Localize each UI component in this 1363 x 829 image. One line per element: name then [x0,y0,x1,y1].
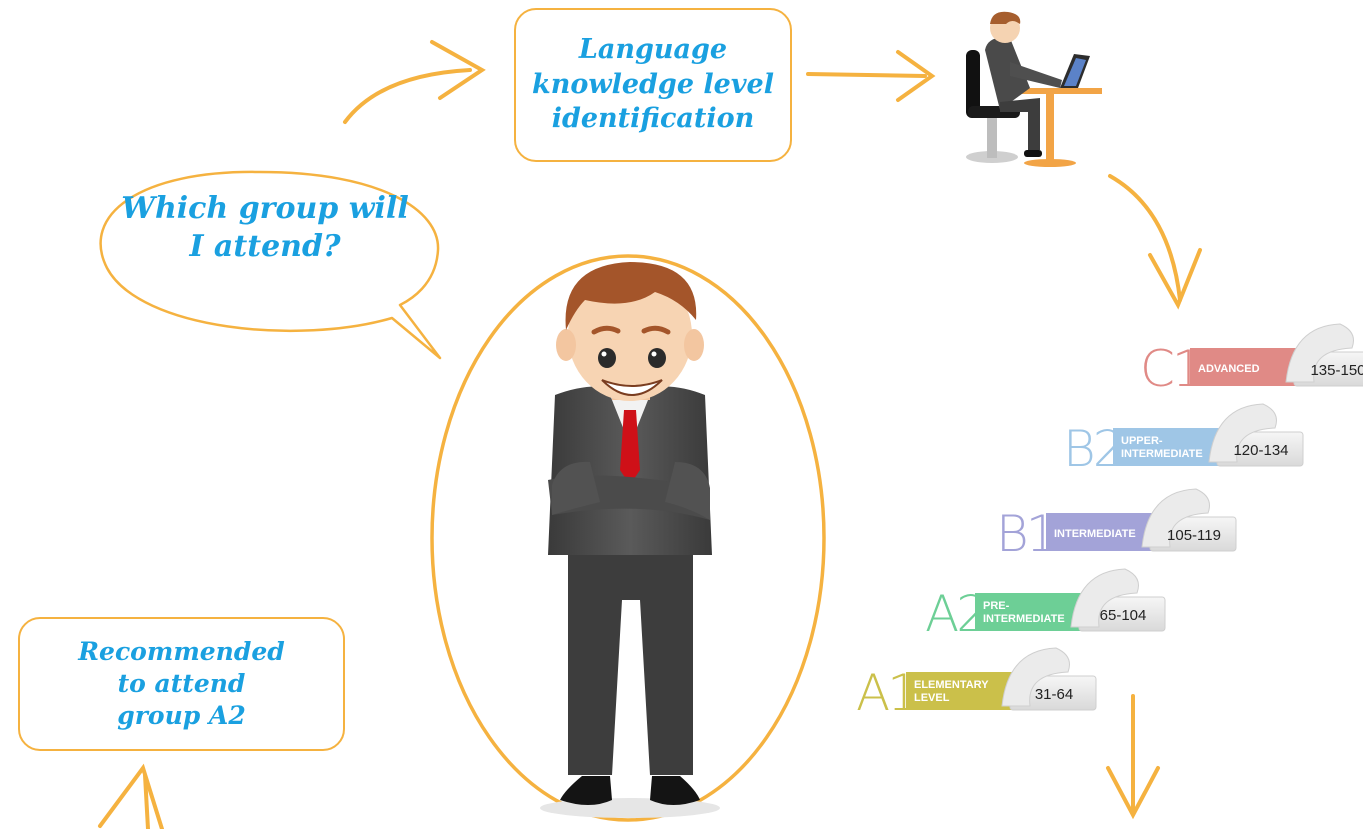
identification-line-1: Language [578,34,728,66]
level-label-a2-2: INTERMEDIATE [983,613,1065,625]
level-page-curl-a2 [1070,568,1139,628]
level-label-c1-1: ADVANCED [1198,363,1260,375]
arrow-test-to-levels [1108,174,1202,310]
level-page-curl-c1 [1285,323,1354,383]
level-label-b2-1: UPPER- [1121,435,1163,447]
recommendation-line-2: to attend [117,669,246,698]
level-range-a2: 65-104 [1100,607,1147,624]
level-range-c1: 135-150 [1310,362,1363,379]
recommendation-line-1: Recommended [78,637,285,666]
level-label-a2-1: PRE- [983,600,1010,612]
speech-bubble [99,170,442,360]
question-line-1: Which group will [121,191,409,226]
level-range-a1: 31-64 [1035,686,1073,703]
level-code-b2: B2 [1063,420,1122,478]
level-page-curl-a1 [1001,647,1070,707]
identification-line-3: identification [551,103,755,135]
person-illustration [540,262,720,818]
level-range-b2: 120-134 [1233,442,1288,459]
level-label-b2-2: INTERMEDIATE [1121,448,1203,460]
level-range-b1: 105-119 [1167,527,1221,544]
person-at-computer-illustration [966,11,1102,167]
identification-line-2: knowledge level [532,68,774,100]
level-code-b1: B1 [996,505,1055,563]
arrow-bubble-to-identification [343,40,486,124]
arrow-identification-to-test [806,50,936,102]
arrow-levels-down [1106,694,1160,820]
question-text: Which group will I attend? [110,190,420,267]
question-line-2: I attend? [189,229,341,265]
person-oval [430,254,826,822]
level-label-a1-2: LEVEL [914,692,950,704]
identification-box: Language knowledge level identification [514,8,792,162]
level-page-curl-b2 [1208,403,1277,463]
level-label-a1-1: ELEMENTARY [914,679,989,691]
level-label-b1-1: INTERMEDIATE [1054,528,1136,540]
recommendation-line-3: group A2 [117,701,246,730]
arrow-up-to-recommendation [98,763,164,829]
level-page-curl-b1 [1141,488,1210,548]
recommendation-box: Recommended to attend group A2 [18,617,345,751]
